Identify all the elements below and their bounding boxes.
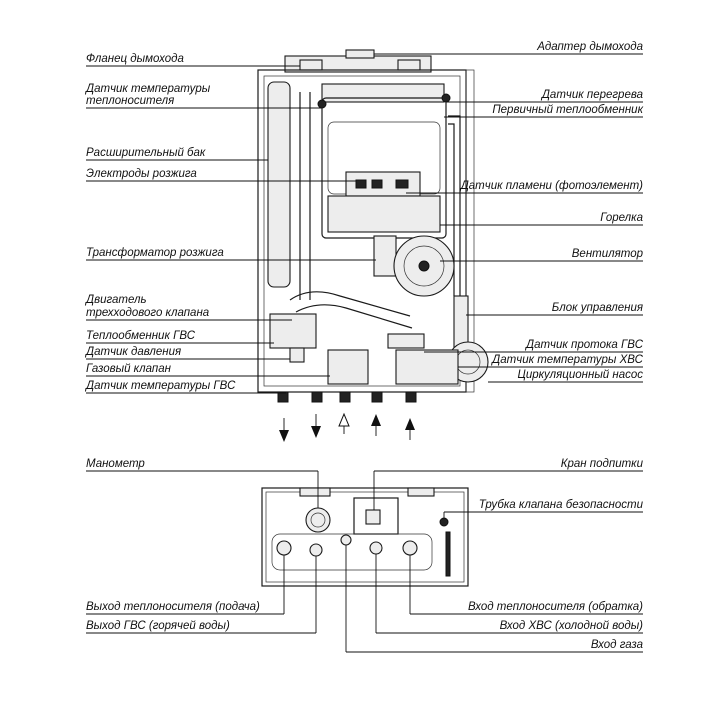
label-expansion-tank: Расширительный бак xyxy=(86,147,206,159)
arrow-down-icon xyxy=(279,418,289,442)
side-vent xyxy=(445,531,451,577)
heating-temp-sensor xyxy=(317,99,327,109)
heating-return-inlet xyxy=(402,540,418,556)
expansion-tank xyxy=(267,81,291,288)
labels-bottom: Манометр Кран подпитки Трубка клапана бе… xyxy=(86,458,644,651)
label-cold-water-temp-sensor: Датчик температуры ХВС xyxy=(490,354,644,366)
label-heating-temp-sensor-2: теплоносителя xyxy=(86,95,174,107)
right-pipes xyxy=(448,115,461,296)
boiler-front-view xyxy=(257,49,489,403)
flow-arrows xyxy=(279,412,415,442)
label-flue-flange: Фланец дымохода xyxy=(86,53,184,65)
pump-housing xyxy=(395,349,459,385)
heating-flow-outlet xyxy=(276,540,292,556)
flue-collector xyxy=(321,83,445,103)
leader-lines-left xyxy=(86,65,376,394)
label-gas-inlet: Вход газа xyxy=(591,639,643,651)
conn-5 xyxy=(405,391,417,403)
overheat-sensor xyxy=(441,93,451,103)
label-circulation-pump: Циркуляционный насос xyxy=(517,369,643,381)
label-safety-valve-pipe: Трубка клапана безопасности xyxy=(479,499,644,511)
label-dhw-heat-exchanger: Теплообменник ГВС xyxy=(86,330,196,342)
label-manometer: Манометр xyxy=(86,458,145,470)
arrow-up-icon xyxy=(405,418,415,440)
flue-adapter-top xyxy=(345,49,375,59)
labels-left: Фланец дымохода Датчик температуры тепло… xyxy=(84,53,236,392)
label-flue-adapter: Адаптер дымохода xyxy=(536,41,643,53)
bottom-bracket-left xyxy=(299,487,331,497)
gas-inlet xyxy=(340,534,352,546)
electrode-1 xyxy=(355,179,367,189)
arrow-up-outline-icon xyxy=(338,412,350,434)
dhw-outlet xyxy=(309,543,323,557)
side-panel xyxy=(465,69,475,393)
label-gas-valve: Газовый клапан xyxy=(86,363,172,375)
label-fill-valve: Кран подпитки xyxy=(561,458,644,470)
flue-flange-left xyxy=(299,59,323,71)
burner xyxy=(327,195,441,233)
bottom-casing xyxy=(261,487,469,587)
dhw-heat-exchanger xyxy=(269,313,317,349)
safety-valve-pipe xyxy=(439,517,449,527)
label-ignition-transformer: Трансформатор розжига xyxy=(86,247,224,259)
bottom-bracket-right xyxy=(407,487,435,497)
label-ignition-electrodes: Электроды розжига xyxy=(86,168,197,180)
arrow-up-icon xyxy=(371,414,381,436)
manometer xyxy=(305,507,331,533)
dhw-flow-sensor xyxy=(387,333,425,349)
label-dhw-flow-sensor: Датчик протока ГВС xyxy=(524,339,644,351)
conn-3 xyxy=(339,391,351,403)
label-3way-motor-1: Двигатель xyxy=(84,294,147,306)
bottom-casing-inner xyxy=(265,491,465,583)
label-primary-heat-exchanger: Первичный теплообменник xyxy=(492,104,643,116)
label-burner: Горелка xyxy=(600,212,643,224)
labels-right: Адаптер дымохода Датчик перегрева Первич… xyxy=(459,41,644,381)
label-flame-sensor: Датчик пламени (фотоэлемент) xyxy=(459,180,643,192)
label-control-unit: Блок управления xyxy=(552,302,643,314)
manometer-dial xyxy=(310,512,326,528)
conn-2 xyxy=(311,391,323,403)
pipe-cross-2 xyxy=(295,304,413,329)
bottom-connections xyxy=(277,391,417,403)
fill-valve xyxy=(365,509,381,525)
ignition-transformer xyxy=(373,235,397,277)
gas-valve xyxy=(327,349,369,385)
label-dhw-outlet: Выход ГВС (горячей воды) xyxy=(86,620,230,632)
label-pressure-sensor: Датчик давления xyxy=(84,346,181,358)
fan-hub xyxy=(418,260,430,272)
label-fan: Вентилятор xyxy=(572,248,644,260)
connection-plate xyxy=(271,533,433,571)
label-heating-temp-sensor-1: Датчик температуры xyxy=(84,83,211,95)
boiler-bottom-view xyxy=(261,487,469,587)
flue-flange-right xyxy=(397,59,421,71)
electrode-2 xyxy=(371,179,383,189)
label-3way-motor-2: трехходового клапана xyxy=(86,307,209,319)
label-heating-flow-outlet: Выход теплоносителя (подача) xyxy=(86,601,260,613)
label-dhw-temp-sensor: Датчик температуры ГВС xyxy=(84,380,236,392)
flame-sensor xyxy=(395,179,409,189)
arrow-down-icon xyxy=(311,414,321,438)
fan-rotor xyxy=(403,245,445,287)
leader-lines-bottom xyxy=(86,470,643,653)
label-overheat-sensor: Датчик перегрева xyxy=(540,89,643,101)
left-pipes xyxy=(299,92,311,300)
pressure-sensor xyxy=(289,347,305,363)
pipe-cross-1 xyxy=(289,291,411,317)
label-heating-return-inlet: Вход теплоносителя (обратка) xyxy=(468,601,643,613)
leader-lines-right xyxy=(374,53,643,383)
cold-water-inlet xyxy=(369,541,383,555)
conn-4 xyxy=(371,391,383,403)
conn-1 xyxy=(277,391,289,403)
label-cold-water-inlet: Вход ХВС (холодной воды) xyxy=(500,620,644,632)
